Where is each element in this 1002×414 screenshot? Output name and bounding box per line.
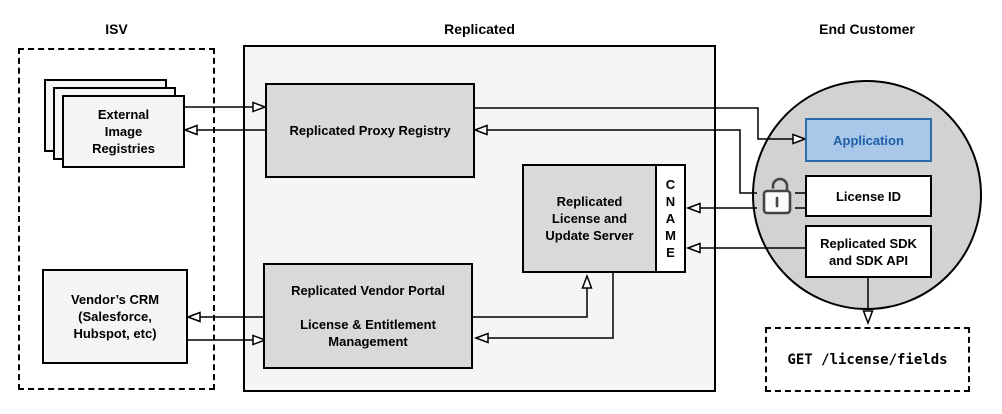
node-label: Replicated (556, 194, 623, 209)
node-label: CNAME (665, 177, 676, 260)
vendor-portal-node: Replicated Vendor Portal License & Entit… (263, 263, 473, 369)
node-label: Application (833, 132, 904, 148)
isv-header: ISV (105, 21, 128, 37)
arrowhead (862, 310, 874, 326)
node-label: Replicated Vendor Portal (291, 283, 445, 298)
api-request-node: GET /license/fields (765, 327, 970, 392)
node-label: Replicated Proxy Registry (289, 123, 451, 138)
api-request-label: GET /license/fields (787, 351, 948, 368)
replicated-sdk-node: Replicated SDK and SDK API (805, 225, 932, 278)
node-label: and SDK API (829, 252, 908, 268)
node-label: Update Server (545, 228, 634, 243)
node-label: License & Entitlement Management (300, 317, 436, 349)
application-node: Application (805, 118, 932, 162)
node-label: Vendor’s CRM (70, 292, 160, 307)
external-image-registries-node: External Image Registries (62, 95, 185, 168)
node-label: License and (551, 211, 628, 226)
node-label: Hubspot, etc) (73, 326, 157, 341)
node-label: License ID (835, 188, 902, 204)
node-label: Registries (92, 141, 155, 156)
node-label: Image (104, 124, 143, 139)
end-customer-header: End Customer (819, 21, 915, 37)
proxy-registry-node: Replicated Proxy Registry (265, 83, 475, 178)
license-id-node: License ID (805, 175, 932, 217)
node-label: External (97, 107, 150, 122)
cname-node: CNAME (657, 164, 686, 273)
node-label: Replicated SDK (820, 235, 917, 251)
replicated-header: Replicated (444, 21, 515, 37)
node-label: (Salesforce, (78, 309, 152, 324)
license-update-server-node: Replicated License and Update Server (522, 164, 657, 273)
vendor-crm-node: Vendor’s CRM (Salesforce, Hubspot, etc) (42, 269, 188, 364)
